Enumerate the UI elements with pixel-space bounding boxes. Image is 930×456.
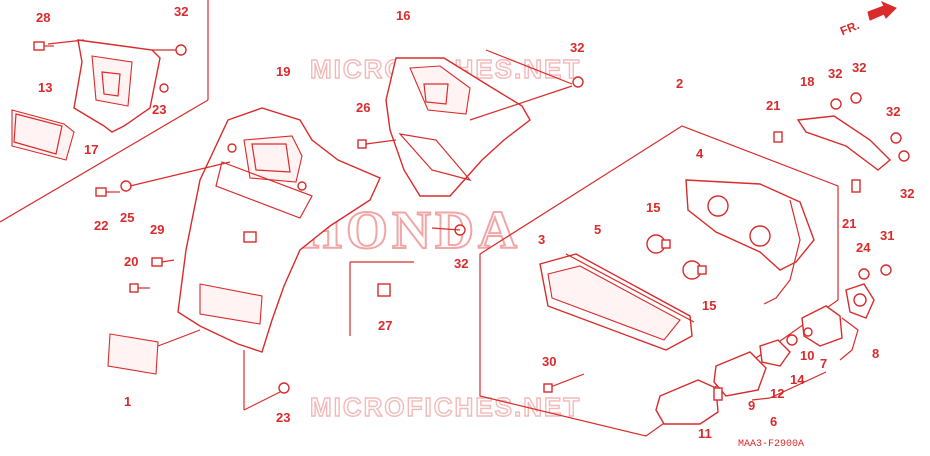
callout-15: 15 — [646, 200, 660, 215]
callout-16: 16 — [396, 8, 410, 23]
stay-18-part — [796, 115, 892, 171]
callout-27: 27 — [378, 318, 392, 333]
callout-28: 28 — [36, 10, 50, 25]
callout-22: 22 — [94, 218, 108, 233]
lens-9-part — [713, 351, 767, 397]
bracket-line — [751, 397, 771, 401]
callout-11: 11 — [698, 426, 712, 441]
callout-32: 32 — [570, 40, 584, 55]
bulb-10-part — [803, 327, 813, 337]
callout-3: 3 — [538, 232, 545, 247]
screw-21-part — [851, 179, 861, 193]
housing-11-part — [655, 379, 723, 425]
callout-14: 14 — [790, 372, 805, 387]
bolt-22-part — [95, 187, 120, 197]
callout-21: 21 — [842, 216, 856, 231]
callout-26: 26 — [356, 100, 370, 115]
callout-23: 23 — [152, 102, 166, 117]
callout-2: 2 — [676, 76, 683, 91]
front-label: FR. — [838, 18, 861, 38]
bulb-15-part — [682, 260, 707, 280]
washer-25-part — [120, 180, 132, 192]
callout-19: 19 — [276, 64, 290, 79]
callout-25: 25 — [120, 210, 134, 225]
license-bracket-part — [73, 39, 161, 133]
callout-15: 15 — [702, 298, 716, 313]
callout-20: 20 — [124, 254, 138, 269]
bolt-20-part — [129, 283, 150, 293]
callout-32: 32 — [886, 104, 900, 119]
nut-32-part — [890, 132, 902, 144]
nut-32-part — [850, 92, 862, 104]
nut-31-part — [880, 264, 892, 276]
frame-line — [0, 99, 209, 223]
diagram-code: MAA3-F2900A — [738, 439, 804, 450]
nut-23-part — [159, 83, 169, 93]
gasket-8-part — [845, 283, 875, 319]
nut-32-part — [898, 150, 910, 162]
bolt-29-part — [151, 257, 175, 267]
callout-31: 31 — [880, 228, 894, 243]
taillight-assembly-outline — [479, 125, 839, 437]
bolt-28-part — [33, 41, 54, 51]
callout-29: 29 — [150, 222, 164, 237]
leader-line — [47, 39, 85, 45]
callout-9: 9 — [748, 398, 755, 413]
callout-1: 1 — [124, 394, 131, 409]
socket-unit-part — [685, 179, 815, 305]
callout-30: 30 — [542, 354, 556, 369]
bulb-15-part — [646, 234, 671, 254]
callout-32: 32 — [852, 60, 866, 75]
leader-line — [469, 85, 573, 121]
nut-32-part — [830, 98, 842, 110]
callout-5: 5 — [594, 222, 601, 237]
callout-23: 23 — [276, 410, 290, 425]
gasket-12-part — [759, 339, 791, 367]
callout-10: 10 — [800, 348, 814, 363]
leader-line — [431, 227, 461, 231]
taillight-lens-part — [539, 253, 695, 351]
callout-24: 24 — [856, 240, 871, 255]
watermark-bottom: MICROFICHES.NET — [310, 392, 581, 422]
callout-32: 32 — [454, 256, 468, 271]
nut-23-part — [278, 382, 290, 394]
screw-21-part — [773, 131, 783, 143]
license-light-cover-part — [107, 329, 201, 375]
nut-32-part — [572, 76, 584, 88]
callout-7: 7 — [820, 356, 827, 371]
callout-8: 8 — [872, 346, 879, 361]
washer-24-part — [858, 268, 870, 280]
leader-line — [485, 49, 573, 85]
callout-13: 13 — [38, 80, 52, 95]
socket-7-part — [801, 305, 859, 361]
callout-6: 6 — [770, 414, 777, 429]
seal-14-part — [786, 334, 798, 346]
callout-17: 17 — [84, 142, 98, 157]
grommet-27-part — [377, 283, 391, 297]
callout-21: 21 — [766, 98, 780, 113]
leader-line — [129, 161, 231, 187]
callout-32: 32 — [174, 4, 188, 19]
front-direction-arrow: FR. — [838, 1, 897, 38]
callout-4: 4 — [696, 146, 704, 161]
screw-30-part — [543, 373, 585, 393]
bracket-line — [769, 371, 827, 399]
callout-12: 12 — [770, 386, 784, 401]
leader-line — [243, 391, 281, 411]
callout-18: 18 — [800, 74, 814, 89]
tail-bracket-part — [385, 57, 531, 197]
callout-32: 32 — [828, 66, 842, 81]
nut-32-part — [175, 44, 187, 56]
reflector-13-part — [11, 109, 75, 161]
rear-fender-part — [177, 107, 381, 353]
bolt-26-part — [357, 139, 397, 149]
callout-32: 32 — [900, 186, 914, 201]
